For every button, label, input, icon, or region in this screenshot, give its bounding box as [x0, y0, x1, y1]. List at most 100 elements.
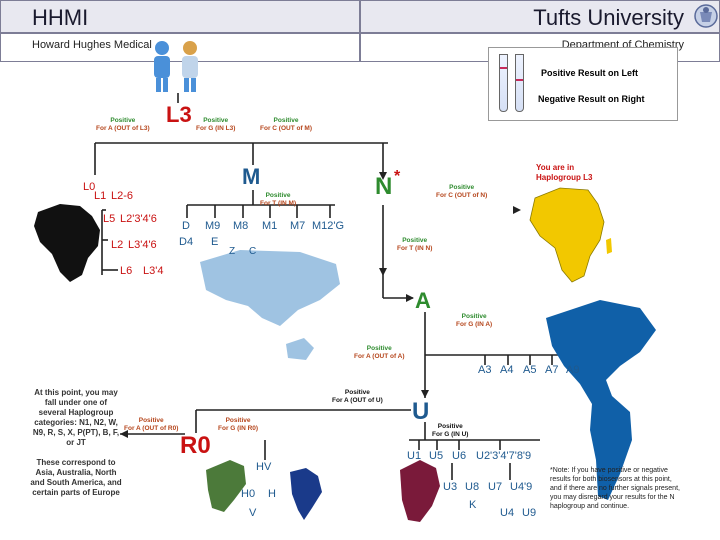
- biosensor-footnote: *Note: If you have positive or negative …: [550, 467, 680, 510]
- node-r0: R0: [180, 432, 211, 459]
- result-l3-right-line2: For G (IN L3): [196, 124, 236, 132]
- result-l3-right-line1: Positive: [203, 117, 229, 124]
- result-a-in: Positive For G (IN A): [456, 313, 492, 328]
- hg-a4: A4: [500, 364, 514, 376]
- test-tube-left-icon: [499, 54, 508, 112]
- hg-v: V: [249, 507, 257, 519]
- node-n-star: *: [394, 168, 401, 185]
- hg-m8: M8: [233, 220, 249, 232]
- hg-d4: D4: [179, 236, 194, 248]
- americas-map: [546, 300, 656, 500]
- hg-u3: U3: [443, 481, 458, 493]
- hg-m7: M7: [290, 220, 306, 232]
- result-u-in-line1: Positive: [437, 423, 463, 430]
- result-m-in-line1: Positive: [265, 192, 291, 199]
- hg-l0: L0: [83, 181, 96, 193]
- result-r0-in-line1: Positive: [225, 417, 251, 424]
- hg-u8: U8: [465, 481, 480, 493]
- hhmi-subtitle: Howard Hughes Medical: [32, 39, 152, 51]
- europe-map-light: [206, 460, 246, 512]
- result-a-out: Positive For A (OUT of A): [354, 345, 405, 360]
- result-a-in-line2: For G (IN A): [456, 320, 493, 328]
- result-r0-out-line2: For A (OUT of R0): [124, 424, 179, 432]
- hg-m12g: M12'G: [312, 220, 345, 232]
- hg-a7: A7: [545, 364, 559, 376]
- hhmi-title: HHMI: [32, 5, 89, 30]
- tube-band-right: [516, 79, 523, 81]
- madagascar-shape: [606, 238, 612, 254]
- result-l3-right: Positive For G (IN L3): [196, 117, 235, 132]
- hg-a9: A9: [566, 364, 580, 376]
- europe-map-dark: [400, 460, 440, 522]
- tufts-title: Tufts University: [533, 5, 684, 30]
- legend-negative: Negative Result on Right: [538, 94, 645, 104]
- hg-m9: M9: [205, 220, 221, 232]
- result-u-out-line2: For A (OUT of U): [332, 396, 383, 404]
- hg-l5: L5: [103, 213, 116, 225]
- hg-a3: A3: [478, 364, 492, 376]
- hg-u5: U5: [429, 450, 444, 462]
- hg-u4: U4: [500, 507, 515, 519]
- regions-note: These correspond to Asia, Australia, Nor…: [30, 458, 122, 497]
- result-r0-out-line1: Positive: [138, 417, 164, 424]
- result-l3-far-line2: For C (OUT of M): [260, 124, 312, 132]
- node-a: A: [415, 288, 431, 313]
- hg-u49: U4'9: [510, 481, 533, 493]
- hg-d: D: [182, 220, 190, 232]
- header-left-top: [0, 0, 360, 33]
- hg-u1: U1: [407, 450, 422, 462]
- result-a-out-line1: Positive: [366, 345, 392, 352]
- tube-band-left: [500, 67, 507, 69]
- hg-e: E: [211, 236, 219, 248]
- hg-k: K: [469, 499, 477, 511]
- result-m-in: Positive For T (IN M): [260, 192, 296, 207]
- africa-map-black: [34, 204, 100, 282]
- hg-u9: U9: [522, 507, 537, 519]
- hg-l6: L6: [120, 265, 133, 277]
- hg-l2-6: L2-6: [111, 190, 134, 202]
- node-n: N: [375, 173, 393, 200]
- result-n-out: Positive For C (OUT of N): [436, 184, 487, 199]
- tufts-seal-icon: [694, 4, 718, 28]
- hg-u7: U7: [488, 481, 503, 493]
- result-n-in: Positive For T (IN N): [397, 237, 432, 252]
- result-r0-in-line2: For G (IN R0): [218, 424, 259, 432]
- result-r0-in: Positive For G (IN R0): [218, 417, 258, 432]
- result-r0-out: Positive For A (OUT of R0): [124, 417, 178, 432]
- result-l3-far: Positive For C (OUT of M): [260, 117, 312, 132]
- haplogroup-categories-note: At this point, you may fall under one of…: [32, 388, 120, 447]
- result-n-in-line1: Positive: [402, 237, 428, 244]
- result-a-out-line2: For A (OUT of A): [354, 352, 405, 360]
- hg-l1: L1: [94, 190, 107, 202]
- legend-positive: Positive Result on Left: [541, 68, 639, 78]
- hg-l2346: L2'3'4'6: [120, 213, 157, 225]
- result-u-in: Positive For G (IN U): [432, 423, 468, 438]
- asia-map: [200, 250, 340, 326]
- result-u-out-line1: Positive: [344, 389, 370, 396]
- result-n-out-line2: For C (OUT of N): [436, 191, 488, 199]
- result-l3-far-line1: Positive: [273, 117, 299, 124]
- india-map: [290, 468, 322, 520]
- result-u-in-line2: For G (IN U): [432, 430, 469, 438]
- hg-h0: H0: [241, 488, 256, 500]
- result-l3-left-line1: Positive: [110, 117, 136, 124]
- hg-h: H: [268, 488, 276, 500]
- hg-z: Z: [229, 246, 236, 257]
- hg-c: C: [249, 246, 257, 257]
- hg-l346: L3'4'6: [128, 239, 157, 251]
- result-u-out: Positive For A (OUT of U): [332, 389, 383, 404]
- arrowheads: [120, 172, 521, 438]
- hg-m1: M1: [262, 220, 278, 232]
- hg-u6: U6: [452, 450, 467, 462]
- result-n-out-line1: Positive: [449, 184, 475, 191]
- africa-map-l3: [529, 187, 605, 283]
- legend-box: Positive Result on Left Negative Result …: [488, 47, 678, 121]
- node-l3: L3: [166, 102, 192, 127]
- result-l3-left-line2: For A (OUT of L3): [96, 124, 150, 132]
- node-u: U: [412, 398, 430, 425]
- result-a-in-line1: Positive: [461, 313, 487, 320]
- header-right-top: [360, 0, 720, 33]
- researchers-icon: [154, 41, 198, 92]
- result-n-in-line2: For T (IN N): [397, 244, 433, 252]
